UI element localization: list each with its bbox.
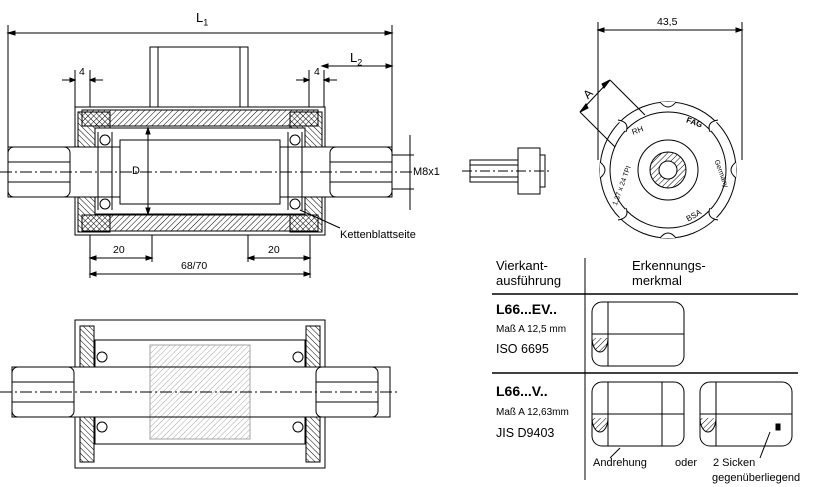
fixing-bolt xyxy=(462,147,552,195)
table-header-col1: Vierkant- ausführung xyxy=(496,258,562,288)
section-view-top xyxy=(0,25,415,278)
dim-M8-label: M8x1 xyxy=(413,166,440,178)
row1-line2: ISO 6695 xyxy=(496,342,549,356)
row1-name: L66...EV.. xyxy=(496,301,557,317)
row2-line1: Maß A 12,63mm xyxy=(496,407,569,418)
cup-face-view xyxy=(579,22,744,239)
chainring-side-label: Kettenblattseite xyxy=(340,229,416,241)
row1-line1: Maß A 12,5 mm xyxy=(496,324,567,335)
caption-2-sicken: 2 Sicken xyxy=(713,457,756,469)
caption-oder: oder xyxy=(675,457,698,469)
dim-D-label: D xyxy=(132,165,140,177)
dim-4-left-label: 4 xyxy=(79,66,85,78)
dim-20-left-label: 20 xyxy=(113,244,125,256)
caption-gegenueberliegend: gegenüberliegend xyxy=(712,472,801,484)
dim-20-right-label: 20 xyxy=(268,244,280,256)
identification-table xyxy=(492,258,798,480)
dim-L1-label: L1 xyxy=(196,10,209,28)
dim-L2-label: L2 xyxy=(350,50,363,68)
dim-435-label: 43,5 xyxy=(657,16,678,28)
table-header-col2: Erkennungs- merkmal xyxy=(632,258,706,288)
row2-name: L66...V.. xyxy=(496,383,548,399)
outside-view-bottom xyxy=(0,319,400,469)
row2-line2: JIS D9403 xyxy=(496,426,555,440)
dim-6870-label: 68/70 xyxy=(181,260,208,272)
caption-andrehung: Andrehung xyxy=(593,457,647,469)
dim-4-right-label: 4 xyxy=(314,66,320,78)
